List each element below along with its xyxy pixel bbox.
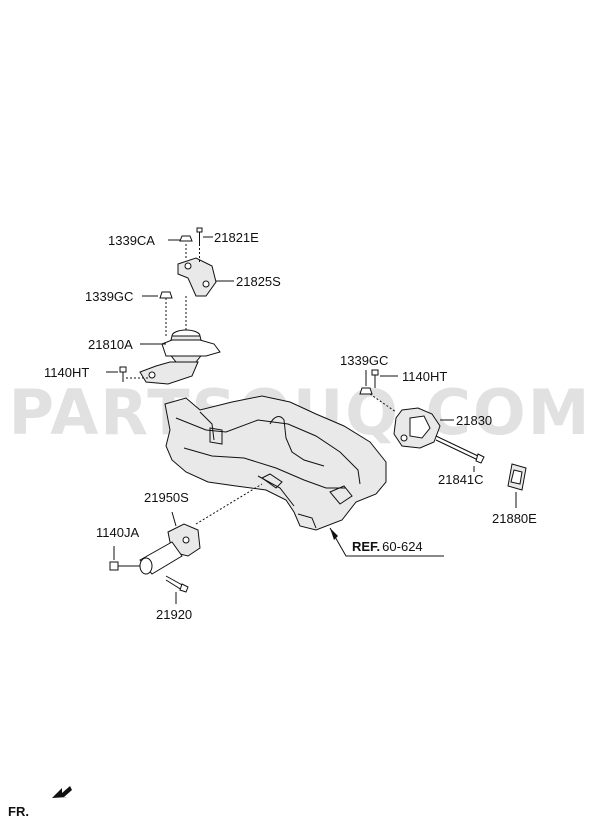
subframe	[164, 395, 444, 557]
transmission-mount-assembly	[359, 369, 527, 508]
callout-label: 1140JA	[96, 525, 139, 540]
callout-label: 21950S	[144, 490, 189, 505]
callout-label: 21830	[456, 413, 492, 428]
callout-label: 21841C	[438, 472, 484, 487]
callout-label: 21810A	[88, 337, 133, 352]
reference-prefix: REF.	[352, 539, 380, 554]
front-direction-indicator: FR.	[8, 786, 72, 819]
engine-mount-assembly	[106, 227, 234, 385]
callout-label: 1339CA	[108, 233, 155, 248]
callout-label: 1339GC	[340, 353, 388, 368]
callout-labels: 1339CA 21821E 21825S 1339GC 21810A 1140H…	[44, 230, 537, 622]
callout-label: 21880E	[492, 511, 537, 526]
callout-label: 21920	[156, 607, 192, 622]
front-direction-label: FR.	[8, 804, 29, 819]
callout-label: 21821E	[214, 230, 259, 245]
reference-label: REF.60-624	[352, 539, 423, 554]
roll-rod-assembly	[109, 483, 263, 604]
callout-label: 1140HT	[44, 365, 89, 380]
callout-label: 1339GC	[85, 289, 133, 304]
callout-label: 21825S	[236, 274, 281, 289]
reference-number: 60-624	[382, 539, 422, 554]
callout-label: 1140HT	[402, 369, 447, 384]
